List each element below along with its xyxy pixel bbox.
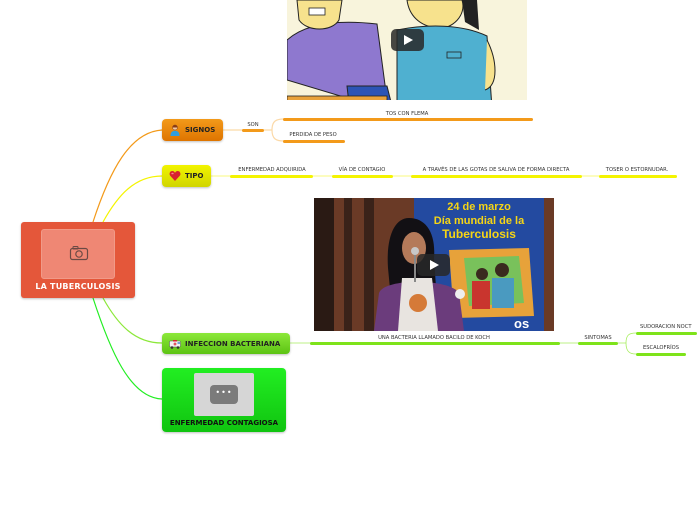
more-icon: ••• — [210, 385, 238, 404]
topic-signos[interactable]: SIGNOS — [162, 119, 223, 141]
branch-line — [599, 175, 677, 178]
subtopic-gotas-de-saliva[interactable]: A TRAVÉS DE LAS GOTAS DE SALIVA DE FORMA… — [422, 167, 570, 173]
topic-tipo[interactable]: TIPO — [162, 165, 211, 187]
branch-line — [411, 175, 582, 178]
central-topic-label: LA TUBERCULOSIS — [35, 282, 121, 291]
connector-label-son: SON — [247, 122, 259, 128]
topic-label: INFECCION BACTERIANA — [185, 339, 281, 348]
subtopic-enfermedad-adquirida[interactable]: ENFERMEDAD ADQUIRIDA — [238, 167, 306, 173]
branch-line — [332, 175, 393, 178]
topic-label: ENFERMEDAD CONTAGIOSA — [169, 419, 279, 427]
camera-icon — [69, 246, 89, 261]
branch-line — [283, 118, 533, 121]
video-embed-dia-mundial[interactable]: 24 de marzo Día mundial de la Tuberculos… — [314, 198, 554, 331]
branch-line — [242, 129, 264, 132]
branch-line — [578, 342, 618, 345]
subtopic-toser-o-estornudar[interactable]: TOSER O ESTORNUDAR. — [605, 167, 669, 173]
video-embed-cartoon[interactable] — [287, 0, 527, 108]
video-thumbnail — [287, 0, 527, 108]
svg-text:24 de marzo: 24 de marzo — [447, 201, 511, 213]
subtopic-bacilo-de-koch[interactable]: UNA BACTERIA LLAMADO BACILO DE KOCH — [378, 335, 490, 341]
branch-line — [636, 353, 686, 356]
svg-text:Tuberculosis: Tuberculosis — [442, 227, 516, 241]
subtopic-perdida-de-peso[interactable]: PERDIDA DE PESO — [289, 132, 337, 138]
subtopic-sintomas[interactable]: SINTOMAS — [584, 335, 612, 341]
branch-line — [283, 140, 345, 143]
central-topic[interactable]: LA TUBERCULOSIS — [21, 222, 135, 298]
subtopic-escalofrios[interactable]: ESCALOFRÍOS — [642, 345, 680, 351]
svg-text:os: os — [514, 316, 529, 331]
topic-enfermedad-contagiosa[interactable]: ••• ENFERMEDAD CONTAGIOSA — [162, 368, 286, 432]
branch-line — [310, 342, 560, 345]
play-icon[interactable] — [417, 254, 450, 276]
image-placeholder[interactable] — [41, 229, 115, 279]
branch-line — [636, 332, 697, 335]
ambulance-icon — [169, 339, 181, 349]
image-placeholder[interactable]: ••• — [194, 373, 254, 416]
subtopic-sudoracion-nocturna[interactable]: SUDORACION NOCT — [640, 324, 692, 330]
topic-infeccion-bacteriana[interactable]: INFECCION BACTERIANA — [162, 333, 290, 354]
topic-label: SIGNOS — [185, 126, 216, 134]
branch-line — [230, 175, 313, 178]
person-icon — [170, 124, 180, 136]
subtopic-tos-con-flema[interactable]: TOS CON FLEMA — [385, 111, 429, 117]
play-icon[interactable] — [391, 29, 424, 51]
video-thumbnail: 24 de marzo Día mundial de la Tuberculos… — [314, 198, 554, 331]
subtopic-via-de-contagio[interactable]: VÍA DE CONTAGIO — [338, 167, 386, 173]
svg-text:Día mundial de la: Día mundial de la — [434, 215, 525, 227]
topic-label: TIPO — [185, 172, 204, 180]
heart-icon — [169, 171, 181, 181]
